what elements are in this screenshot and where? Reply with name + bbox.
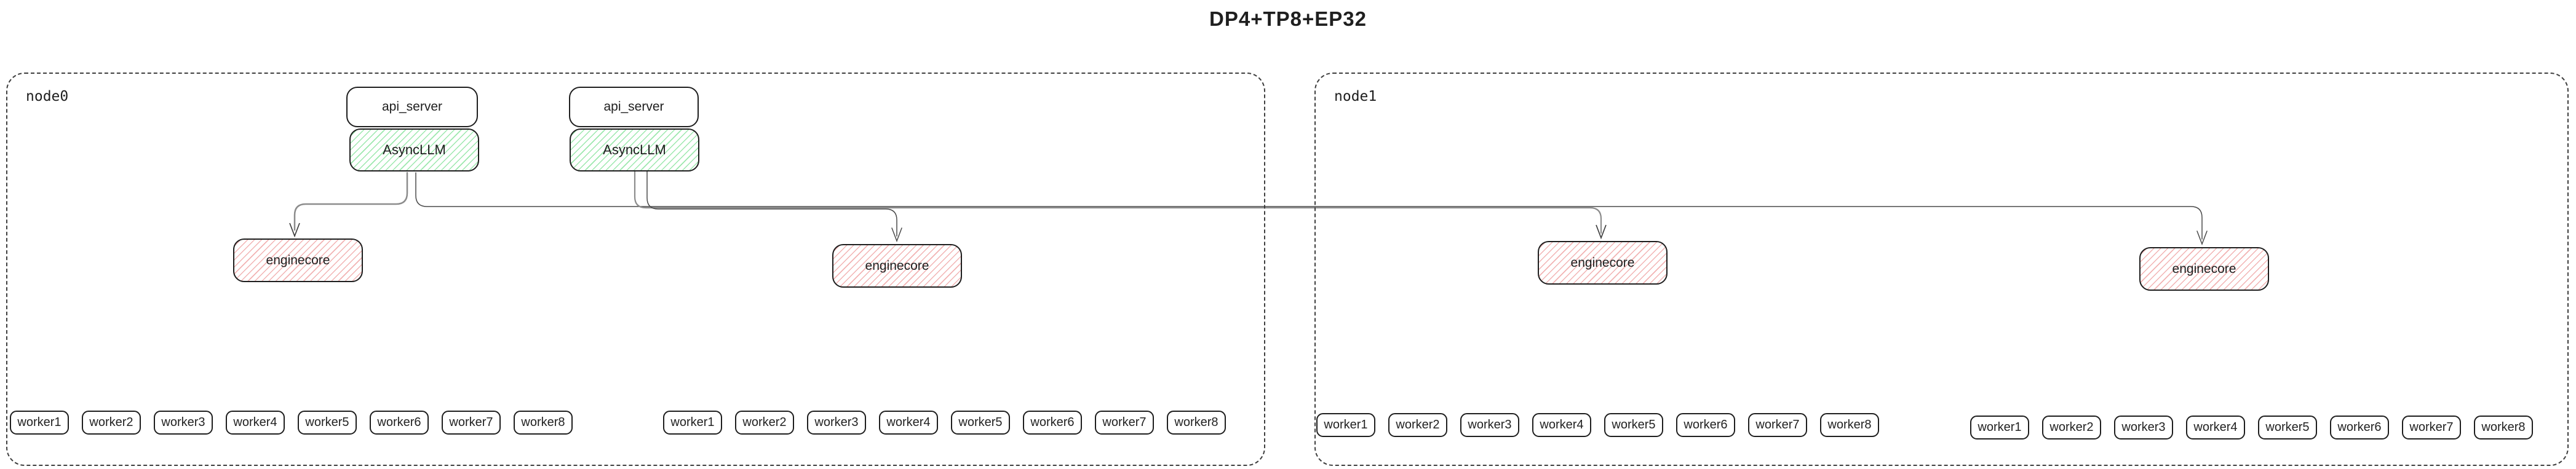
worker-box: worker2 (1388, 413, 1447, 437)
async-llm-box-1: AsyncLLM (349, 128, 479, 171)
enginecore-box-1: enginecore (233, 238, 363, 282)
diagram-title: DP4+TP8+EP32 (1209, 7, 1367, 30)
worker-box: worker4 (879, 411, 938, 435)
worker-box: worker5 (298, 411, 357, 435)
worker-box: worker2 (82, 411, 141, 435)
enginecore-box-2: enginecore (832, 244, 962, 288)
worker-box: worker4 (226, 411, 285, 435)
worker-box: worker7 (1748, 413, 1807, 437)
worker-box: worker4 (2186, 416, 2245, 439)
api-server-label-2: api_server (603, 100, 664, 114)
enginecore-box-4: enginecore (2139, 247, 2269, 291)
worker-box: worker7 (2402, 416, 2461, 439)
node0-label: node0 (26, 89, 69, 104)
worker-box: worker7 (442, 411, 501, 435)
worker-box: worker6 (1676, 413, 1735, 437)
worker-box: worker2 (735, 411, 794, 435)
enginecore-label-4: enginecore (2172, 261, 2236, 276)
worker-box: worker3 (2114, 416, 2173, 439)
enginecore-label-3: enginecore (1570, 255, 1635, 270)
worker-box: worker2 (2042, 416, 2101, 439)
worker-box: worker3 (154, 411, 213, 435)
enginecore-label-2: enginecore (865, 258, 929, 273)
api-server-box-2: api_server (569, 87, 699, 127)
worker-box: worker8 (514, 411, 573, 435)
enginecore-label-1: enginecore (266, 253, 330, 267)
node1-worker-group-2: worker1 worker2 worker3 worker4 worker5 … (1970, 416, 2533, 439)
worker-box: worker8 (2474, 416, 2533, 439)
node1-worker-group-1: worker1 worker2 worker3 worker4 worker5 … (1316, 413, 1879, 437)
api-server-label-1: api_server (381, 100, 443, 114)
node1-label: node1 (1334, 89, 1377, 104)
node1-container (1314, 73, 2569, 466)
node0-container (6, 73, 1265, 466)
worker-box: worker1 (663, 411, 722, 435)
async-llm-box-2: AsyncLLM (570, 128, 699, 171)
worker-box: worker3 (1460, 413, 1519, 437)
worker-box: worker8 (1167, 411, 1226, 435)
api-server-box-1: api_server (346, 87, 478, 127)
worker-box: worker5 (2258, 416, 2317, 439)
worker-box: worker7 (1095, 411, 1154, 435)
worker-box: worker6 (370, 411, 429, 435)
worker-box: worker6 (2330, 416, 2389, 439)
async-llm-label-1: AsyncLLM (383, 142, 446, 157)
worker-box: worker4 (1532, 413, 1591, 437)
node0-worker-group-1: worker1 worker2 worker3 worker4 worker5 … (10, 411, 573, 435)
async-llm-label-2: AsyncLLM (603, 142, 666, 157)
worker-box: worker3 (807, 411, 866, 435)
worker-box: worker5 (1604, 413, 1663, 437)
worker-box: worker8 (1820, 413, 1879, 437)
node0-worker-group-2: worker1 worker2 worker3 worker4 worker5 … (663, 411, 1226, 435)
worker-box: worker1 (1970, 416, 2029, 439)
worker-box: worker6 (1023, 411, 1082, 435)
worker-box: worker1 (10, 411, 69, 435)
worker-box: worker1 (1316, 413, 1375, 437)
enginecore-box-3: enginecore (1538, 241, 1668, 285)
worker-box: worker5 (951, 411, 1010, 435)
